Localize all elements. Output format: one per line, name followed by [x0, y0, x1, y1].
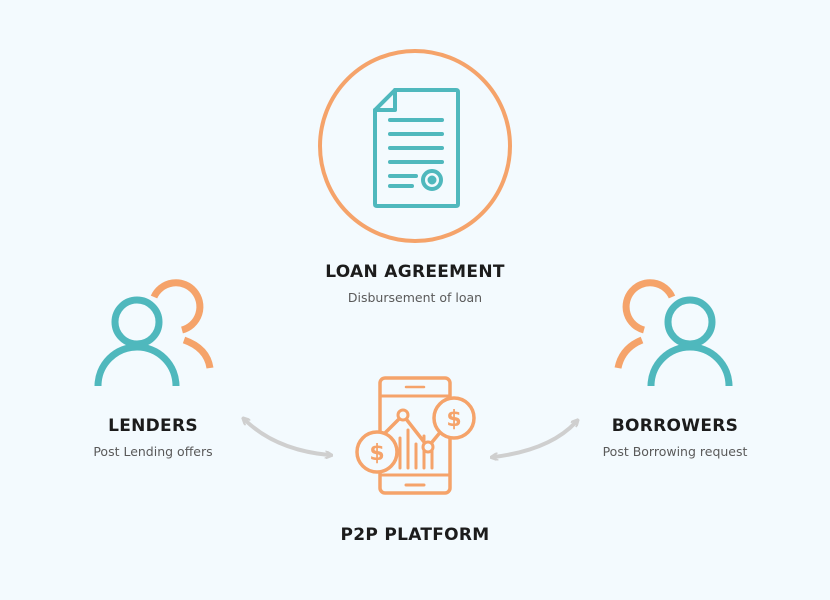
document-icon — [373, 88, 460, 208]
lenders-platform-arrow — [245, 420, 329, 455]
coin-left-icon: $ — [355, 430, 399, 474]
svg-text:$: $ — [446, 407, 461, 432]
platform-borrowers-arrow — [494, 422, 576, 457]
lenders-back-user-icon — [150, 279, 214, 369]
borrowers-front-user-icon — [647, 296, 733, 387]
lenders-users-icon — [94, 279, 214, 387]
loan-agreement-subtitle: Disbursement of loan — [347, 290, 483, 305]
loan-agreement-title: LOAN AGREEMENT — [325, 262, 505, 282]
lenders-subtitle: Post Lending offers — [93, 444, 213, 459]
mobile-finance-icon: $ $ — [355, 376, 476, 495]
lenders-front-user-icon — [94, 296, 180, 387]
lenders-title: LENDERS — [108, 416, 198, 436]
loan-agreement-icon — [318, 49, 512, 243]
borrowers-back-user-icon — [614, 279, 676, 369]
borrowers-subtitle: Post Borrowing request — [602, 444, 748, 459]
p2p-platform-title: P2P PLATFORM — [340, 525, 490, 545]
coin-right-icon: $ — [432, 396, 476, 440]
svg-text:$: $ — [369, 441, 384, 466]
borrowers-title: BORROWERS — [611, 416, 739, 436]
borrowers-users-icon — [614, 279, 733, 387]
